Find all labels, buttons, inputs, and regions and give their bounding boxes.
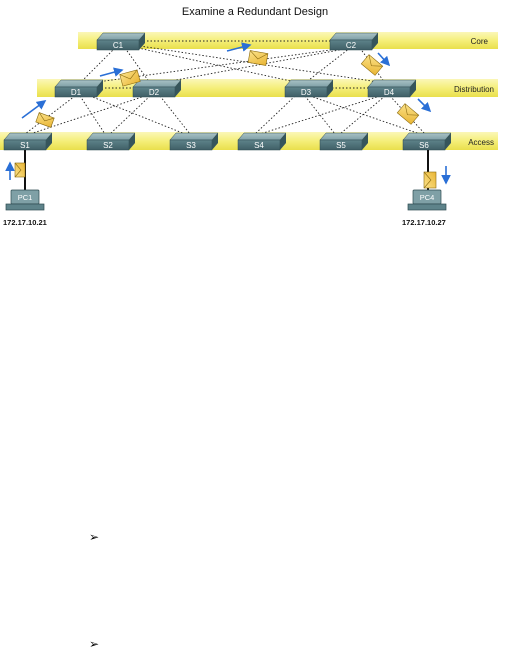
switch-c2: C2: [329, 32, 379, 51]
switch-s6: S6: [402, 132, 452, 151]
envelope-icon: [14, 162, 26, 178]
pc1: PC1: [5, 189, 45, 211]
switch-c1: C1: [96, 32, 146, 51]
switch-s1-label: S1: [20, 141, 30, 150]
envelope-icon: [396, 103, 420, 125]
envelope-icon: [423, 171, 437, 189]
pc4: PC4: [407, 189, 447, 211]
packet-envelope-icons: [14, 50, 437, 189]
redundant-design-diagram: Examine a Redundant Design Core Distribu…: [0, 6, 498, 227]
pc4-ip: 172.17.10.27: [402, 218, 446, 227]
bullet-arrow-icon: ➢: [89, 637, 100, 651]
envelope-icon: [35, 112, 55, 128]
pc1-label: PC1: [18, 193, 33, 202]
switch-d1: D1: [54, 79, 104, 98]
switch-d4: D4: [367, 79, 417, 98]
access-layer-label: Access: [468, 138, 494, 147]
switch-s5-label: S5: [336, 141, 346, 150]
envelope-icon: [119, 69, 141, 87]
switch-d2-label: D2: [149, 88, 160, 97]
switch-d3-label: D3: [301, 88, 312, 97]
core-layer-label: Core: [471, 37, 489, 46]
switch-d2: D2: [132, 79, 182, 98]
switch-d3: D3: [284, 79, 334, 98]
pc1-ip: 172.17.10.21: [3, 218, 47, 227]
switch-s3: S3: [169, 132, 219, 151]
diagram-title: Examine a Redundant Design: [182, 6, 328, 18]
switch-s3-label: S3: [186, 141, 196, 150]
switch-d4-label: D4: [384, 88, 395, 97]
switch-d1-label: D1: [71, 88, 82, 97]
distribution-layer-label: Distribution: [454, 85, 494, 94]
envelope-icon: [247, 50, 269, 66]
pc-cables: [24, 150, 429, 190]
switch-s5: S5: [319, 132, 369, 151]
switch-c1-label: C1: [113, 41, 124, 50]
switch-s1: S1: [3, 132, 53, 151]
switch-s6-label: S6: [419, 141, 429, 150]
switch-s2: S2: [86, 132, 136, 151]
core-band: Core: [78, 32, 498, 49]
traffic-arrows: [5, 42, 451, 185]
pc4-label: PC4: [420, 193, 435, 202]
switch-s4: S4: [237, 132, 287, 151]
bullet-arrow-icon: ➢: [89, 530, 100, 544]
switch-c2-label: C2: [346, 41, 357, 50]
switch-s2-label: S2: [103, 141, 113, 150]
envelope-icon: [360, 54, 384, 76]
switch-s4-label: S4: [254, 141, 264, 150]
